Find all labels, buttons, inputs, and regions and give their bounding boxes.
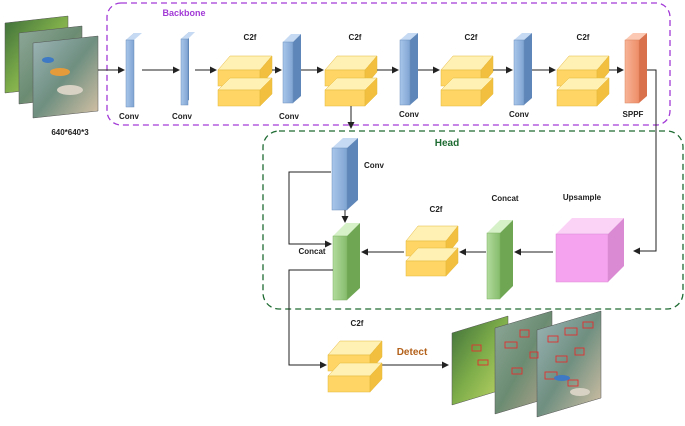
head-c2f-label: C2f (430, 205, 443, 214)
backbone-c2f-block-1 (217, 55, 273, 107)
head-upsample-label: Upsample (563, 193, 602, 202)
input-image-stack (4, 15, 99, 119)
head-concat-block-left (332, 223, 360, 301)
head-c2f-block (405, 225, 459, 277)
backbone-conv2-label: Conv (172, 112, 193, 121)
backbone-arrows (98, 66, 657, 255)
backbone-sppf-label: SPPF (623, 110, 644, 119)
output-image-stack (451, 310, 602, 418)
head-conv-block (331, 138, 358, 211)
head-upsample-block (555, 218, 624, 283)
backbone-conv3-label: Conv (279, 112, 300, 121)
head-concat-left-label: Concat (298, 247, 325, 256)
backbone-title: Backbone (162, 8, 205, 18)
backbone-c2f-block-3 (440, 55, 494, 107)
backbone-conv5-label: Conv (509, 110, 530, 119)
backbone-conv-block-5 (513, 33, 532, 106)
backbone-c2f-block-2 (324, 55, 378, 107)
detect-title: Detect (397, 347, 428, 358)
head-concat-right-label: Concat (491, 194, 518, 203)
backbone-conv-block-3 (282, 34, 301, 104)
detect-c2f-block (327, 340, 383, 393)
backbone-conv-block-4 (399, 33, 418, 106)
head-conv-label: Conv (364, 161, 385, 170)
backbone-c2f-block-4 (556, 55, 610, 107)
backbone-conv-block-1 (125, 33, 142, 108)
head-arrows (288, 171, 553, 369)
backbone-conv1-label: Conv (119, 112, 140, 121)
backbone-c2f3-label: C2f (465, 33, 478, 42)
backbone-c2f4-label: C2f (577, 33, 590, 42)
backbone-group-border (106, 2, 671, 126)
backbone-c2f1-label: C2f (244, 33, 257, 42)
detect-c2f-label: C2f (351, 319, 364, 328)
backbone-sppf-block (624, 33, 647, 104)
backbone-conv-block-2 (180, 32, 195, 106)
head-group-border (262, 130, 684, 310)
head-title: Head (435, 138, 459, 149)
backbone-conv4-label: Conv (399, 110, 420, 119)
backbone-c2f2-label: C2f (349, 33, 362, 42)
input-size-label: 640*640*3 (51, 128, 89, 137)
head-concat-block-right (486, 220, 513, 300)
